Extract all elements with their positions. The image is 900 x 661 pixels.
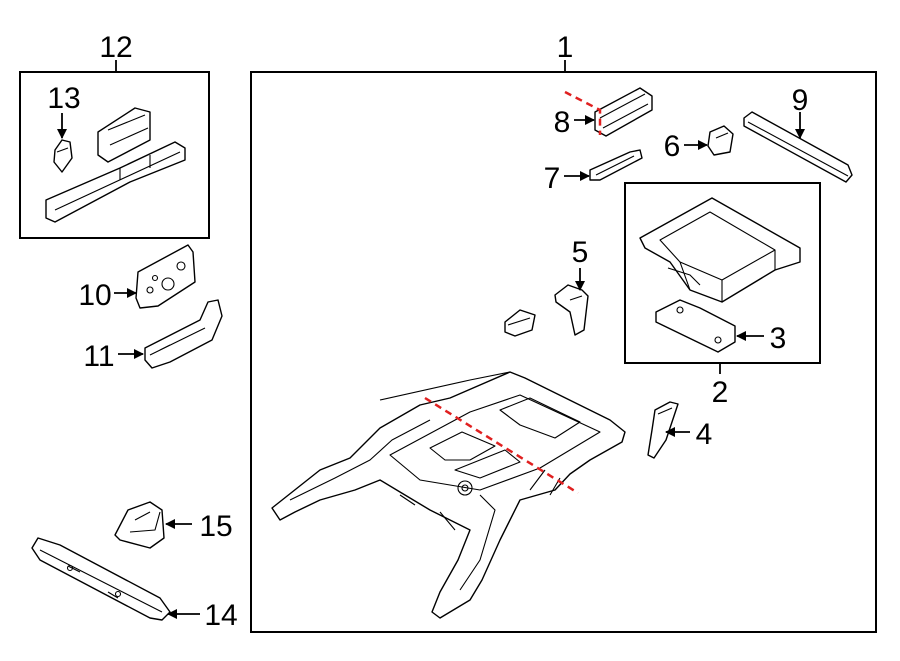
group-1-frame — [250, 71, 877, 633]
part-4-bracket — [647, 401, 679, 459]
part-1-floor-pan — [271, 371, 626, 619]
part-8-rail — [594, 87, 653, 137]
callout-10: 10 — [78, 279, 111, 312]
callout-2: 2 — [712, 376, 729, 409]
part-15-bracket — [114, 501, 165, 549]
part-14-crossmember — [31, 537, 171, 621]
part-3-bracket — [655, 299, 736, 353]
part-5-block — [504, 309, 536, 337]
callout-9: 9 — [792, 84, 809, 117]
part-8-cut-line — [564, 90, 602, 135]
part-7-bracket — [589, 149, 643, 181]
callout-1: 1 — [557, 31, 574, 64]
part-2-wheel-pan — [639, 197, 801, 303]
callout-3: 3 — [770, 322, 787, 355]
callout-6: 6 — [664, 130, 681, 163]
callout-15: 15 — [199, 510, 232, 543]
callout-14: 14 — [204, 599, 237, 632]
callout-5: 5 — [572, 236, 589, 269]
part-9-member — [743, 111, 853, 183]
part-1-cut-line — [424, 396, 579, 495]
group-2-frame — [624, 182, 821, 364]
part-5-bracket — [554, 284, 589, 336]
part-10-bracket — [135, 244, 196, 309]
part-11-bracket — [144, 299, 223, 369]
callout-13: 13 — [47, 82, 80, 115]
part-6-block — [707, 125, 734, 156]
callout-11: 11 — [83, 340, 114, 373]
part-12-rail-assembly — [45, 107, 186, 223]
callout-7: 7 — [544, 162, 561, 195]
callout-4: 4 — [696, 418, 713, 451]
callout-12: 12 — [99, 31, 132, 64]
callout-8: 8 — [554, 106, 571, 139]
group-12-frame — [19, 71, 210, 239]
part-13-bracket — [53, 139, 73, 173]
